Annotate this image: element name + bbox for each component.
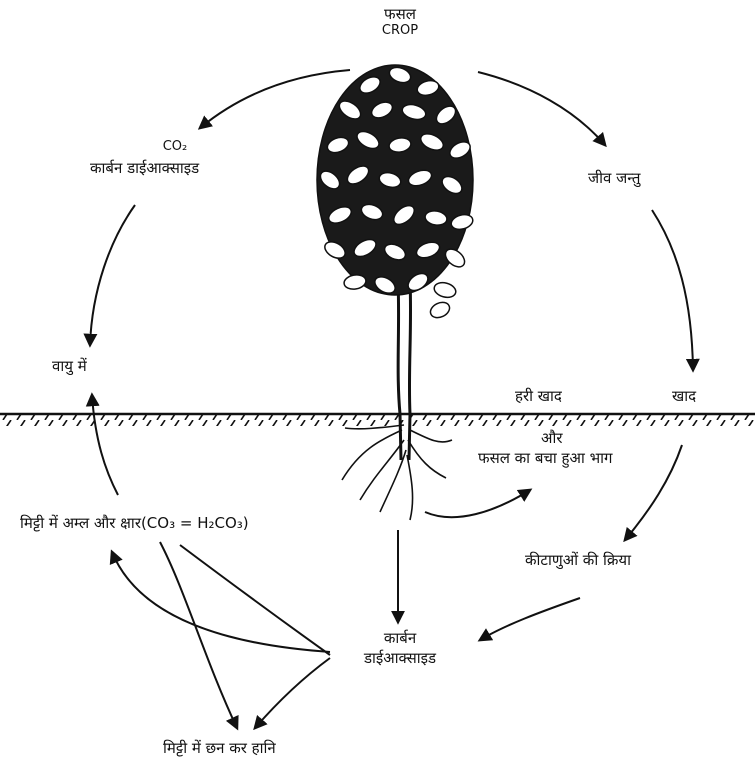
- co2-label: कार्बन डाईआक्साइड: [90, 160, 199, 177]
- tree-trunk: [398, 280, 411, 460]
- arrow-crop-to-animals: [478, 72, 605, 145]
- arrow-co2-to-loss: [255, 658, 330, 728]
- ground-surface: [0, 414, 755, 426]
- crop-label-english: CROP: [360, 24, 440, 39]
- arrow-roots-to-residue: [425, 490, 530, 517]
- arrow-animals-to-manure: [652, 210, 693, 370]
- crop-label-hindi: फसल: [360, 6, 440, 23]
- leaching-loss-label: मिट्टी में छन कर हानि: [163, 740, 276, 757]
- tree-canopy: [317, 65, 474, 321]
- arrow-co2-to-acid: [112, 552, 330, 652]
- crop-residue-label: फसल का बचा हुआ भाग: [478, 450, 613, 467]
- arrow-bacteria-to-co2: [480, 598, 580, 640]
- co2-soil-label-line2: डाईआक्साइड: [335, 650, 465, 667]
- green-manure-label: हरी खाद: [515, 388, 562, 405]
- bacteria-action-label: कीटाणुओं की क्रिया: [525, 552, 631, 569]
- soil-acid-alkali-label: मिट्टी में अम्ल और क्षार(CO₃ = H₂CO₃): [20, 515, 249, 532]
- arrow-residue-to-bacteria: [625, 445, 682, 540]
- co2-soil-label-line1: कार्बन: [360, 630, 440, 647]
- and-label: और: [541, 430, 562, 447]
- co2-formula: CO₂: [145, 140, 205, 155]
- arrow-soil-to-air: [92, 395, 118, 495]
- arrow-co2-to-air: [90, 205, 135, 345]
- arrow-acid-to-loss-b: [180, 545, 330, 655]
- manure-label: खाद: [672, 388, 696, 405]
- air-label: वायु में: [52, 358, 87, 375]
- animals-label: जीव जन्तु: [588, 170, 640, 187]
- tree-roots: [342, 425, 452, 520]
- arrow-crop-to-co2: [200, 70, 350, 128]
